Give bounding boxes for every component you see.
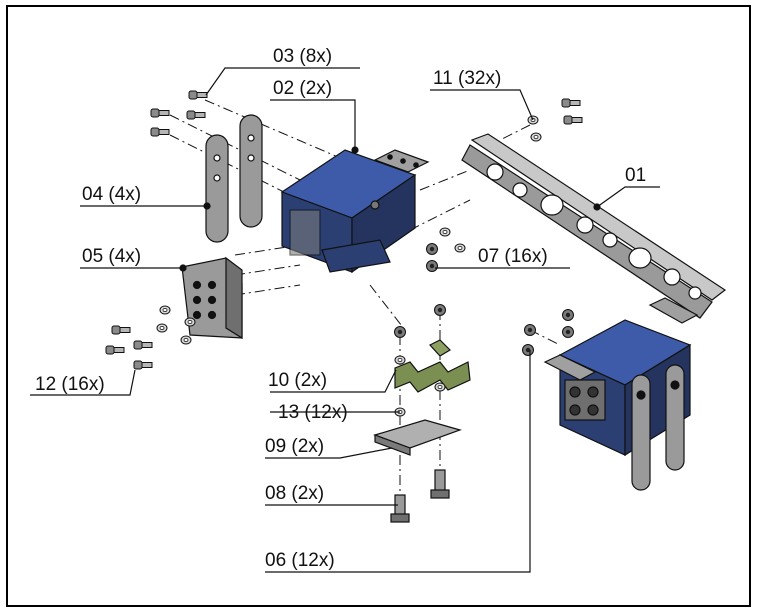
label-11: 11 (32x) xyxy=(433,68,501,89)
label-10: 10 (2x) xyxy=(268,370,327,391)
label-13: 13 (12x) xyxy=(278,402,348,423)
angle-plate xyxy=(179,256,243,340)
green-bracket xyxy=(394,339,471,393)
label-08: 08 (2x) xyxy=(265,483,324,504)
label-05: 05 (4x) xyxy=(82,246,141,267)
bolts-11 xyxy=(561,98,583,125)
diagram-frame xyxy=(6,5,751,607)
nuts-07 xyxy=(426,227,466,272)
mounting-rail xyxy=(461,133,727,319)
housing-right xyxy=(543,297,699,491)
callout-labels: 03 (8x) 02 (2x) 04 (4x) 05 (4x) 12 (16x)… xyxy=(35,46,646,571)
vertical-stack xyxy=(390,304,450,523)
plate-09 xyxy=(373,419,462,456)
label-07: 07 (16x) xyxy=(478,246,548,267)
washers-11 xyxy=(527,115,542,142)
label-02: 02 (2x) xyxy=(273,78,332,99)
nuts-06 xyxy=(522,309,574,356)
leader-lines xyxy=(30,67,660,573)
bolts-12 xyxy=(105,325,153,370)
label-09: 09 (2x) xyxy=(265,436,324,457)
label-04: 04 (4x) xyxy=(82,184,141,205)
label-12: 12 (16x) xyxy=(35,374,105,395)
bolts-03 xyxy=(150,90,208,137)
label-06: 06 (12x) xyxy=(265,550,335,571)
flat-bars xyxy=(203,114,263,243)
label-03: 03 (8x) xyxy=(273,46,332,67)
housing-left xyxy=(280,146,430,274)
label-01: 01 xyxy=(625,165,646,186)
